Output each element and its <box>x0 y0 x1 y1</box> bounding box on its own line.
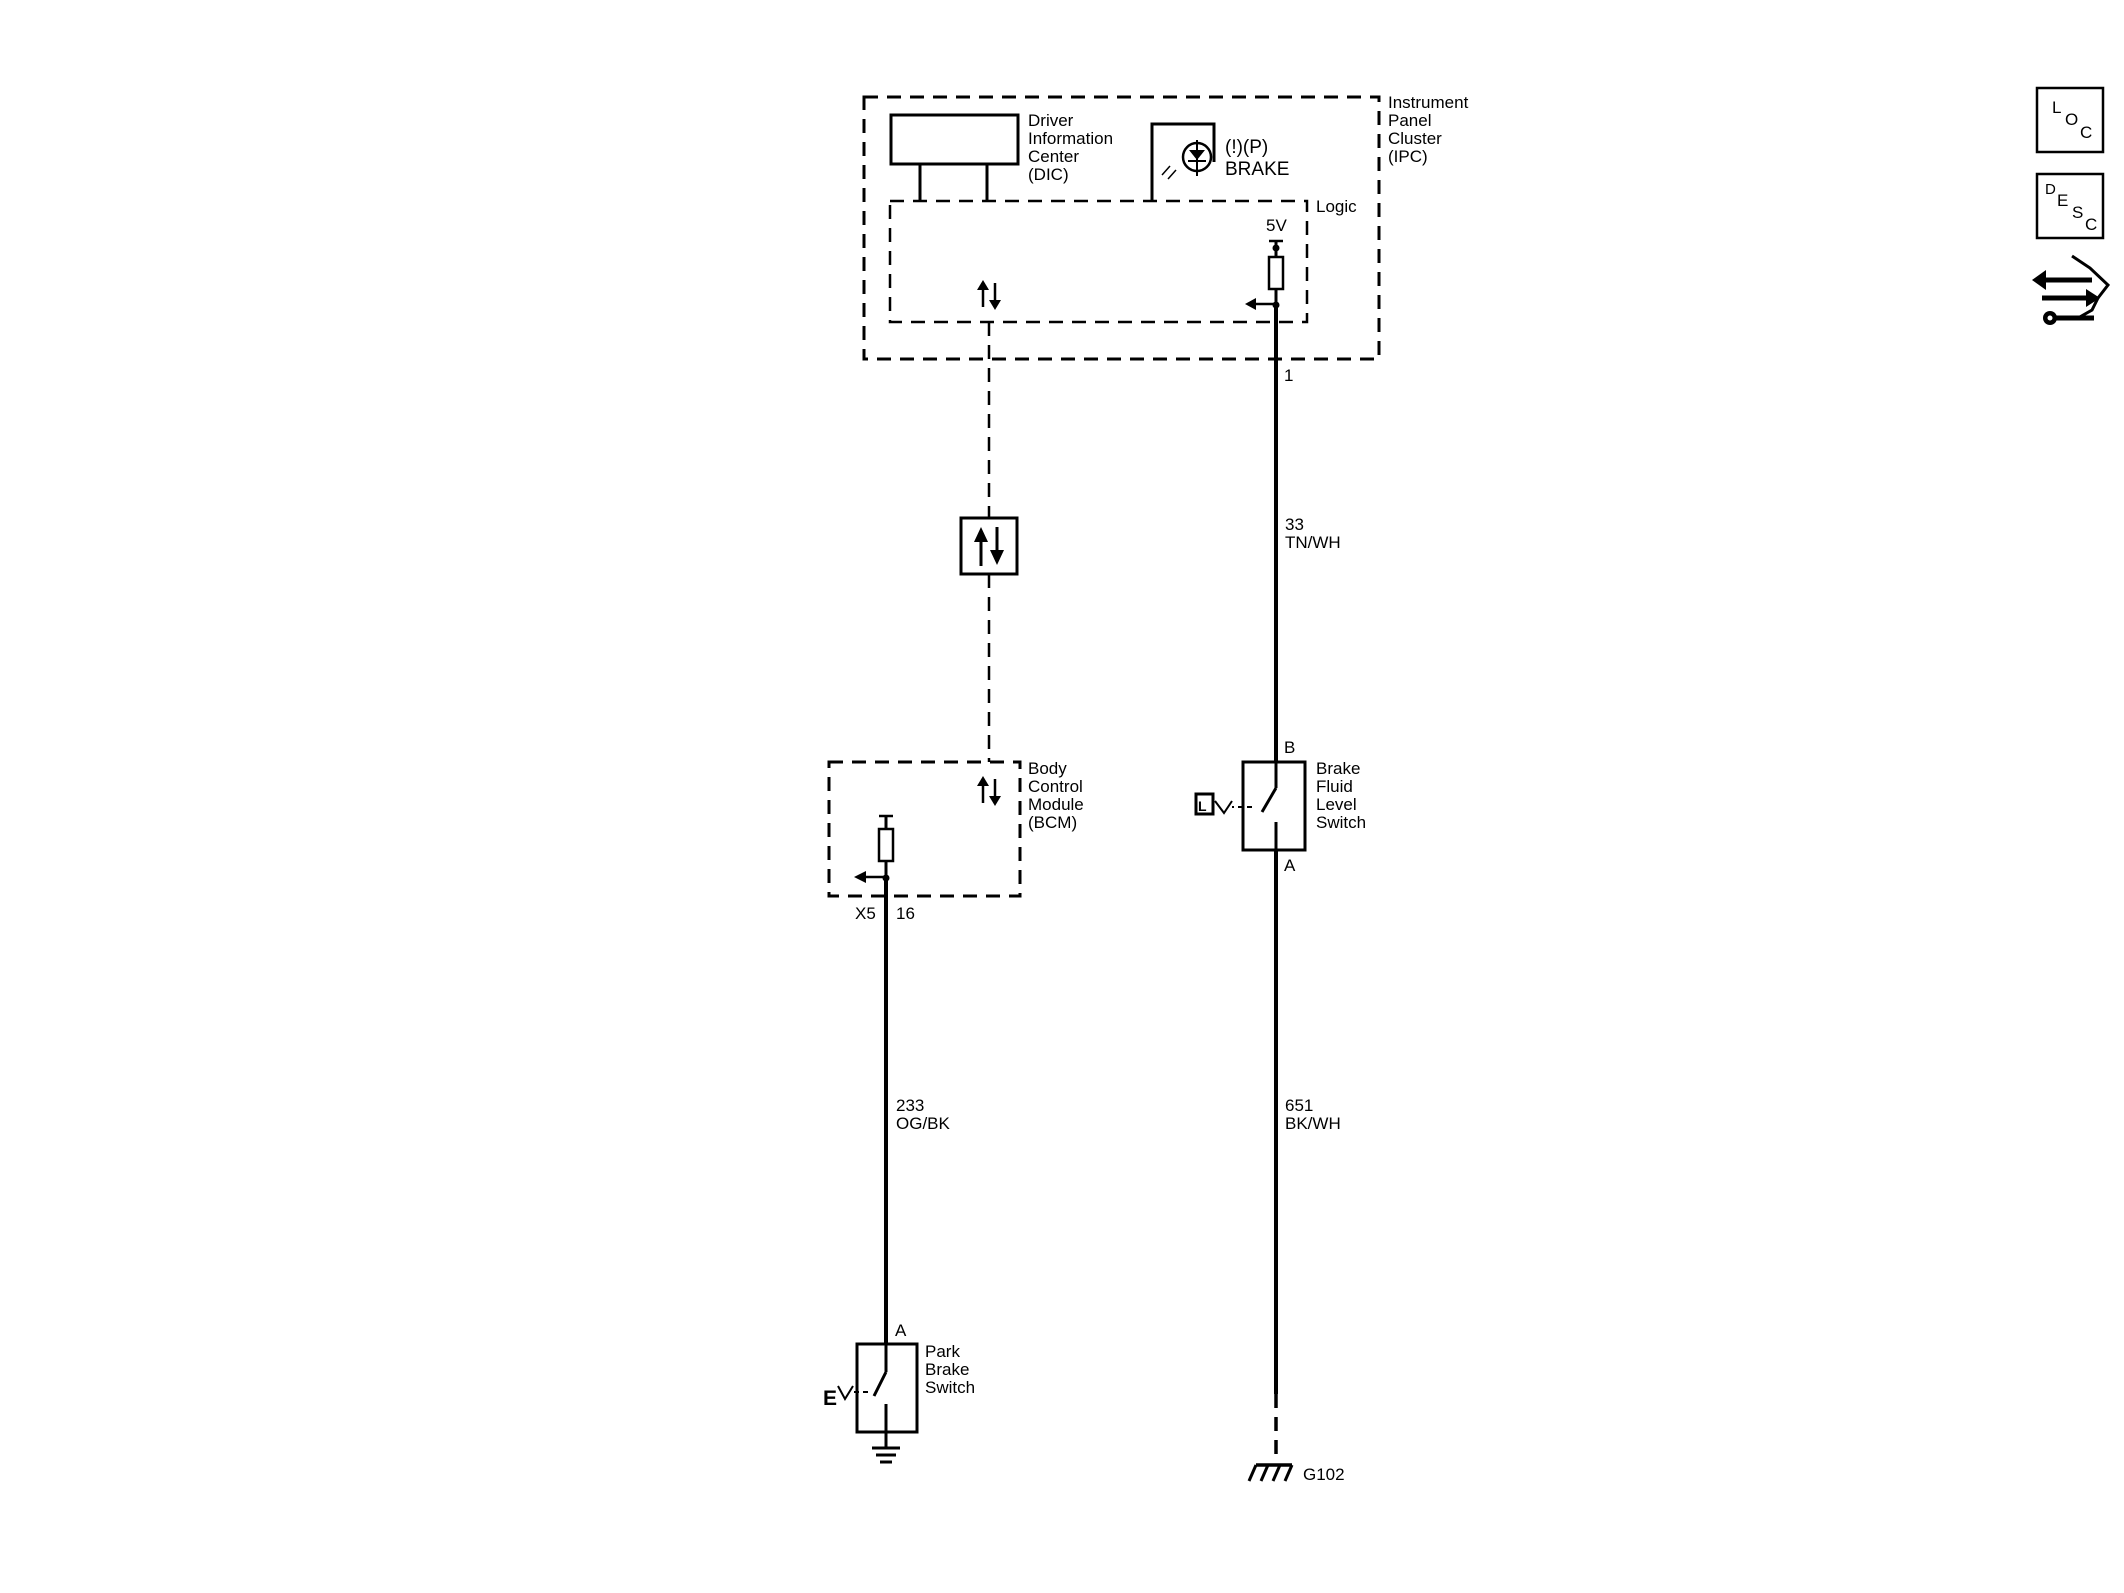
bcm-pin-16: 16 <box>896 904 915 923</box>
bcm-label-line-3: Module <box>1028 795 1084 814</box>
brake-fluid-level-switch: L B A Brake Fluid Level Switch <box>1194 738 1366 875</box>
circuit-33-color: TN/WH <box>1285 533 1341 552</box>
fluid-switch-label-line-2: Fluid <box>1316 777 1353 796</box>
serial-data-link <box>959 322 1019 762</box>
dic-label-line-3: Center <box>1028 147 1079 166</box>
bcm-label-line-1: Body <box>1028 759 1067 778</box>
ipc-logic: Logic 5V <box>888 197 1357 324</box>
led-arrow-icon <box>1189 150 1205 160</box>
bcm-module: Body Control Module (BCM) X5 16 <box>827 759 1084 923</box>
park-brake-switch: E A Park Brake Switch <box>823 1321 975 1464</box>
park-switch-label-line-1: Park <box>925 1342 960 1361</box>
chassis-ground-g102: G102 <box>1247 1463 1345 1484</box>
fluid-switch-pin-a: A <box>1284 856 1296 875</box>
desc-letter-d: D <box>2045 181 2056 198</box>
wire-233-og-bk: 233 OG/BK <box>884 878 951 1344</box>
brake-lamp-symbols: (!)(P) <box>1225 137 1268 158</box>
fluid-switch-label-line-1: Brake <box>1316 759 1360 778</box>
desc-letter-c: C <box>2085 215 2097 234</box>
circuit-233-number: 233 <box>896 1096 924 1115</box>
fluid-switch-pin-b: B <box>1284 738 1295 757</box>
location-icon[interactable]: L O C <box>2035 86 2105 154</box>
desc-letter-s: S <box>2072 203 2083 222</box>
connector-repair-icon[interactable] <box>2032 254 2111 325</box>
circuit-233-color: OG/BK <box>896 1114 951 1133</box>
dic-display: Driver Information Center (DIC) <box>889 111 1113 200</box>
dic-label-line-4: (DIC) <box>1028 165 1069 184</box>
ipc-label-line-3: Cluster <box>1388 129 1442 148</box>
ipc-label-line-1: Instrument <box>1388 93 1469 112</box>
wire-651-bk-wh: 651 BK/WH <box>1274 850 1341 1462</box>
ipc-pin-1: 1 <box>1284 366 1293 385</box>
wire-33-tn-wh: 33 TN/WH <box>1274 305 1341 762</box>
ipc-label-line-2: Panel <box>1388 111 1431 130</box>
brake-lamp-text: BRAKE <box>1225 159 1289 180</box>
logic-label: Logic <box>1316 197 1357 216</box>
circuit-33-number: 33 <box>1285 515 1304 534</box>
fluid-switch-label-line-3: Level <box>1316 795 1357 814</box>
fluid-switch-label-line-4: Switch <box>1316 813 1366 832</box>
loc-letter-o: O <box>2065 110 2078 129</box>
park-actuator-letter: E <box>823 1387 837 1410</box>
park-switch-label-line-2: Brake <box>925 1360 969 1379</box>
brake-indicator-lamp: (!)(P) BRAKE <box>1150 122 1289 201</box>
park-switch-label-line-3: Switch <box>925 1378 975 1397</box>
supply-5v-label: 5V <box>1266 216 1287 235</box>
bcm-connector-x5: X5 <box>855 904 876 923</box>
description-icon[interactable]: D E S C <box>2035 172 2105 240</box>
serial-data-symbol <box>959 516 1019 576</box>
loc-letter-l: L <box>2052 98 2061 117</box>
dic-label-line-2: Information <box>1028 129 1113 148</box>
bcm-label-line-4: (BCM) <box>1028 813 1077 832</box>
loc-letter-c: C <box>2080 123 2092 142</box>
ground-label: G102 <box>1303 1465 1345 1484</box>
ipc-label-line-4: (IPC) <box>1388 147 1428 166</box>
desc-letter-e: E <box>2057 191 2068 210</box>
level-actuator-letter: L <box>1198 798 1207 814</box>
park-switch-pin-a: A <box>895 1321 907 1340</box>
circuit-651-number: 651 <box>1285 1096 1313 1115</box>
ipc-module: Instrument Panel Cluster (IPC) Driver In… <box>862 93 1469 385</box>
circuit-651-color: BK/WH <box>1285 1114 1341 1133</box>
dic-label-line-1: Driver <box>1028 111 1074 130</box>
bcm-label-line-2: Control <box>1028 777 1083 796</box>
